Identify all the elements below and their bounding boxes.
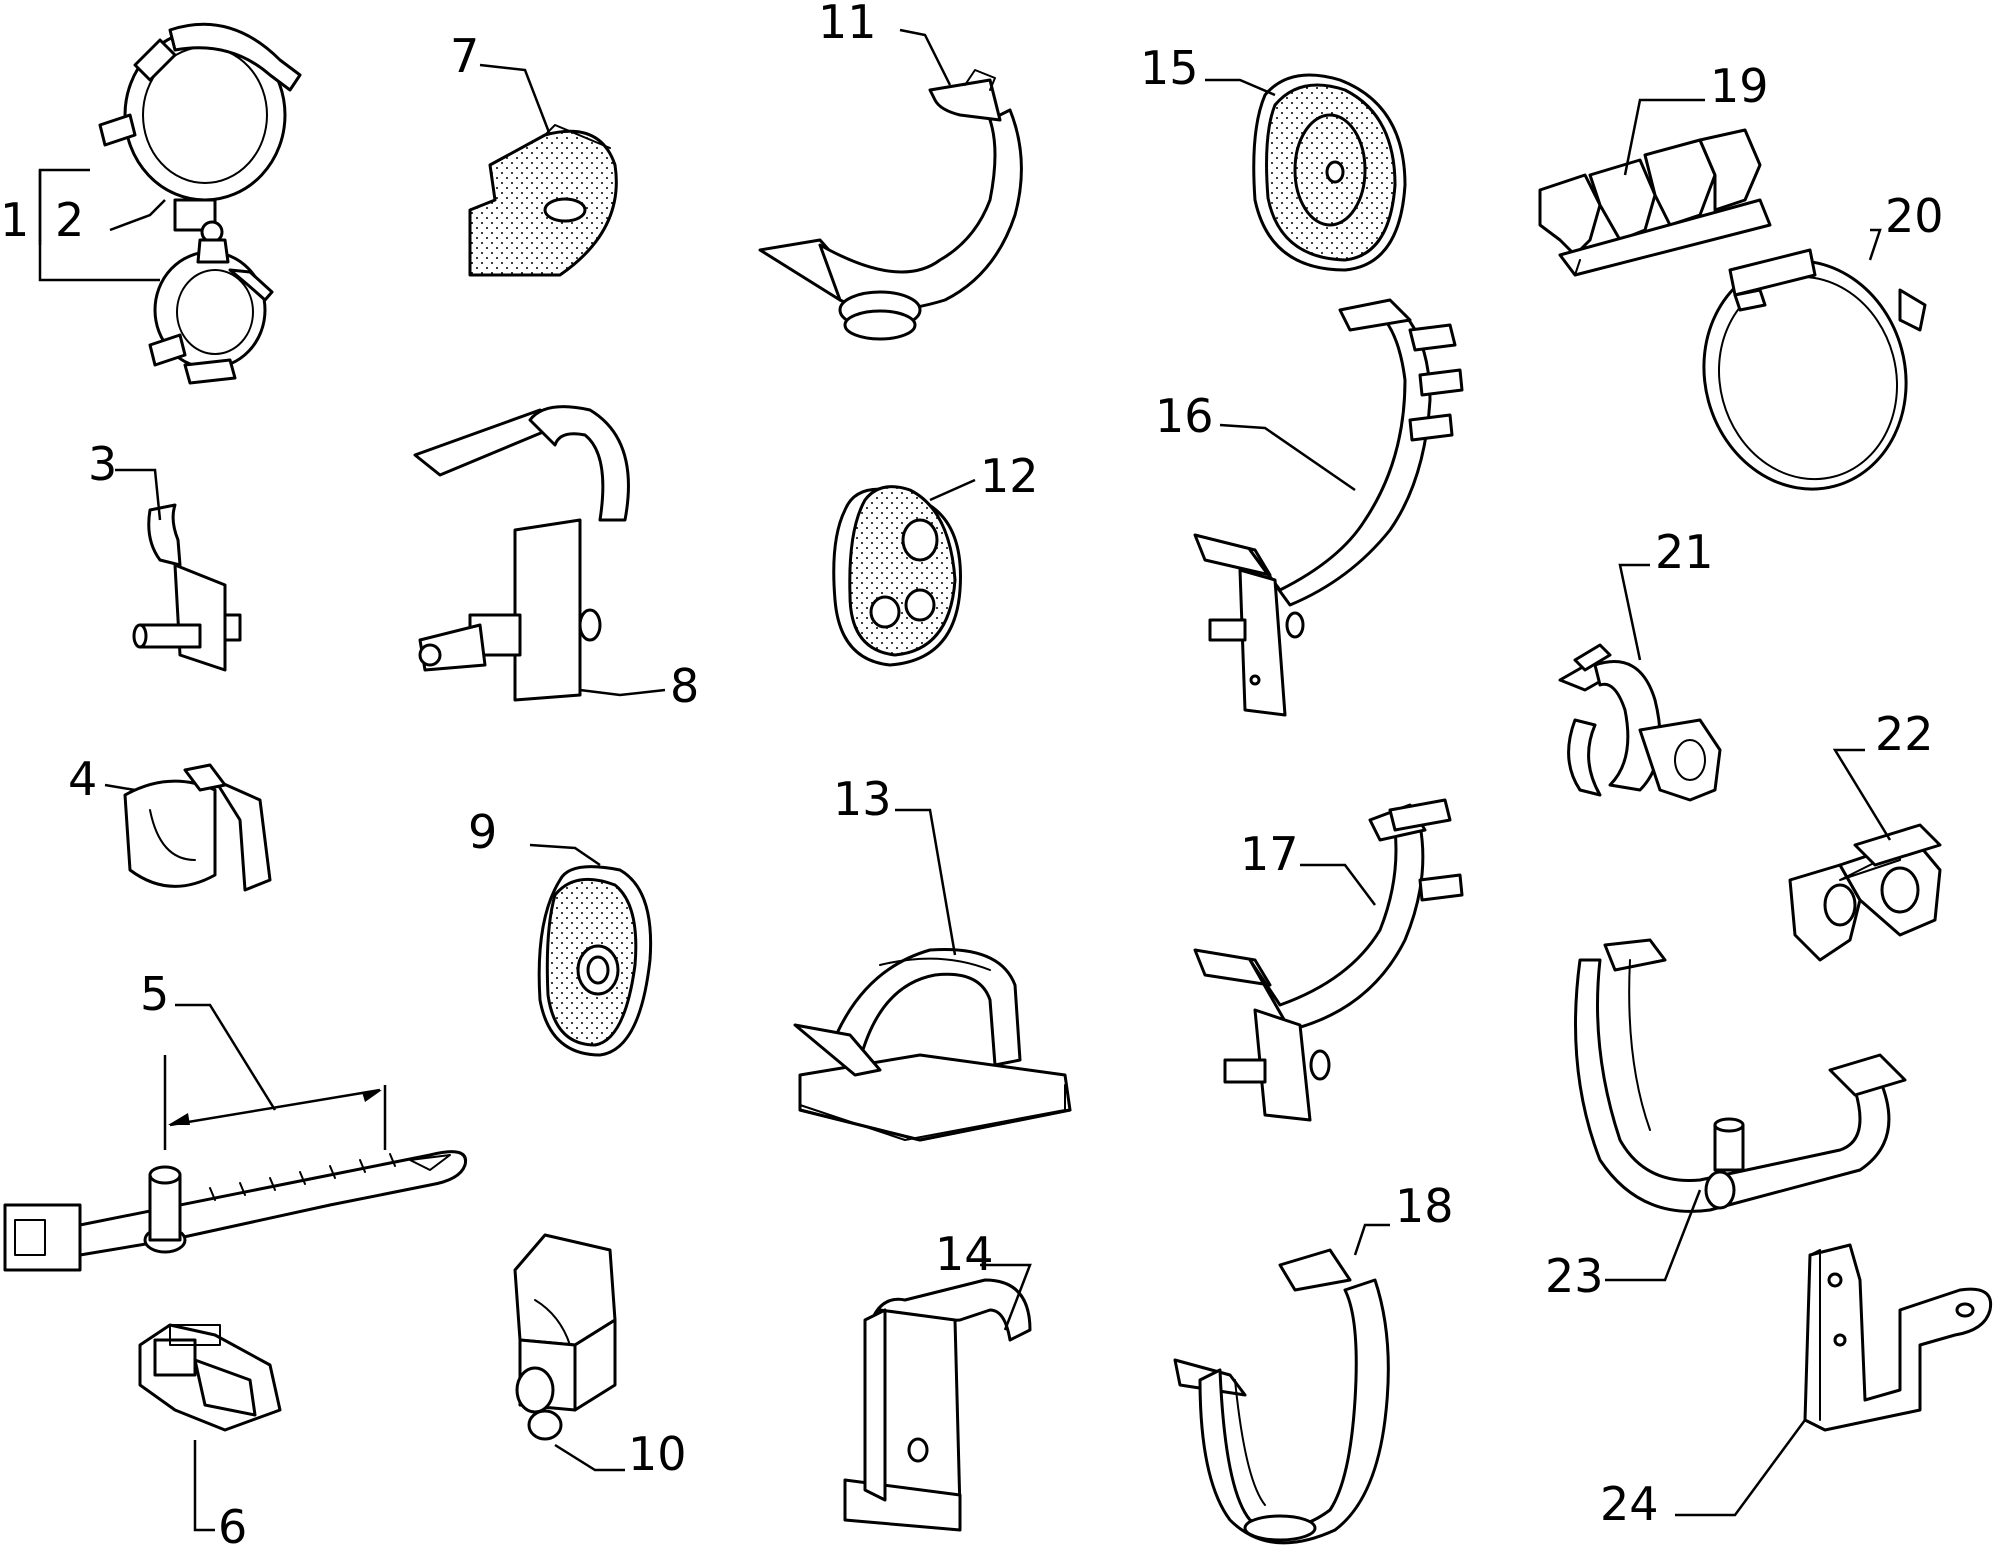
part-21-loop-clip xyxy=(1558,643,1722,802)
part-5-cable-tie xyxy=(3,1150,468,1272)
callout-19: 19 xyxy=(1710,59,1769,113)
part-19-multi-clip xyxy=(1538,128,1772,277)
part-2-large-clamp xyxy=(98,22,302,232)
part-9-oval-grommet xyxy=(537,865,653,1057)
part-22-double-clip xyxy=(1788,823,1942,962)
leader-lines xyxy=(38,28,1892,1532)
part-1-small-clamp xyxy=(148,220,274,385)
part-10-clip-rod xyxy=(513,1233,617,1441)
callout-2: 2 xyxy=(55,193,84,247)
callout-20: 20 xyxy=(1885,189,1944,243)
part-7-foam-pad xyxy=(468,124,618,277)
callout-8: 8 xyxy=(670,659,699,713)
part-15-oval-grommet xyxy=(1252,73,1407,272)
part-4-cable-clip xyxy=(123,763,272,892)
part-20-band-clamp xyxy=(1702,248,1927,491)
callout-18: 18 xyxy=(1395,1179,1454,1233)
callout-15: 15 xyxy=(1140,41,1199,95)
callout-21: 21 xyxy=(1655,525,1714,579)
part-5-arrow-head-right xyxy=(362,1090,382,1102)
part-6-small-clip xyxy=(138,1323,282,1432)
callout-1: 1 xyxy=(0,193,29,247)
part-23-wide-saddle xyxy=(1574,938,1907,1213)
callout-22: 22 xyxy=(1875,707,1934,761)
callout-labels: 1 2 3 4 5 6 7 8 9 10 11 12 13 14 15 16 1… xyxy=(0,0,1944,1554)
callout-7: 7 xyxy=(450,29,479,83)
callout-23: 23 xyxy=(1545,1249,1604,1303)
part-24-angle-bracket xyxy=(1803,1243,1993,1432)
part-5-dimension-arrow xyxy=(169,1088,381,1127)
part-8-bracket-pushpin xyxy=(413,405,630,702)
part-16-hook-bracket xyxy=(1193,298,1464,717)
part-5-arrow-head-left xyxy=(168,1113,190,1125)
part-11-curved-bracket xyxy=(758,69,1023,341)
callout-9: 9 xyxy=(468,805,497,859)
part-13-adhesive-base xyxy=(793,947,1072,1142)
callout-5: 5 xyxy=(140,967,169,1021)
callout-13: 13 xyxy=(833,772,892,826)
part-14-saddle-clip xyxy=(843,1278,1032,1532)
part-18-deep-saddle xyxy=(1173,1248,1390,1545)
callout-10: 10 xyxy=(628,1427,687,1481)
callout-16: 16 xyxy=(1155,389,1214,443)
part-17-hook-bracket xyxy=(1193,798,1464,1122)
callout-17: 17 xyxy=(1240,827,1299,881)
callout-6: 6 xyxy=(218,1500,247,1554)
callout-12: 12 xyxy=(980,449,1039,503)
callout-3: 3 xyxy=(88,437,117,491)
callout-24: 24 xyxy=(1600,1477,1659,1531)
callout-11: 11 xyxy=(818,0,877,49)
part-12-grommet xyxy=(832,485,962,667)
part-3-bracket-clip xyxy=(132,503,242,672)
callout-4: 4 xyxy=(68,752,97,806)
callout-14: 14 xyxy=(935,1227,994,1281)
